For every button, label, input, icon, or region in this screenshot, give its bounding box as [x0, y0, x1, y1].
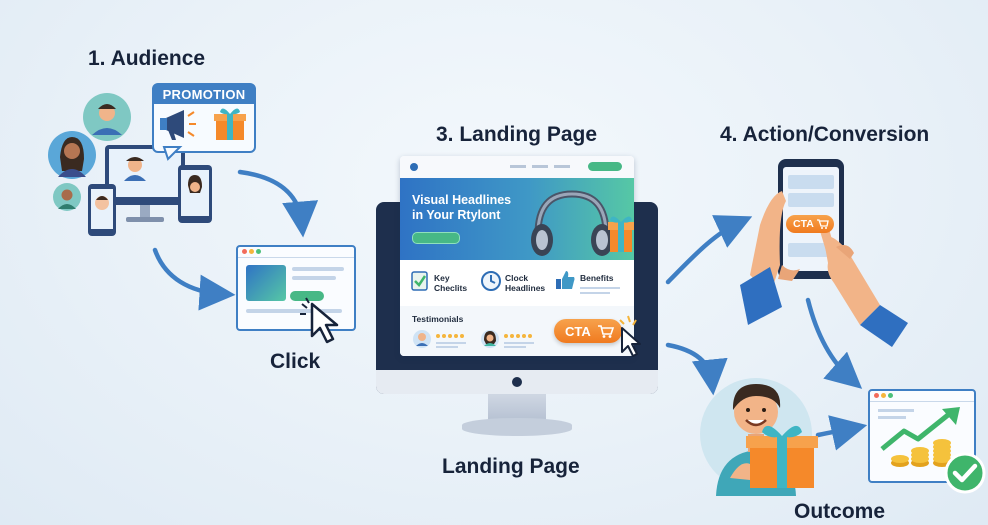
growth-arrow-icon: [880, 407, 960, 451]
cart-icon: [598, 325, 615, 338]
step-action-title: 4. Action/Conversion: [720, 123, 930, 146]
step-landing-title: 3. Landing Page: [436, 123, 598, 146]
hero-product: [531, 190, 634, 256]
ad-button[interactable]: [290, 291, 324, 301]
star-icon: [436, 334, 464, 338]
arrow-landing-to-person: [665, 342, 728, 396]
arrow-devices-to-ad: [152, 247, 236, 311]
audience-monitor: [105, 145, 185, 222]
reviewer-avatar: [413, 330, 431, 348]
clock-icon: [481, 271, 501, 291]
promotion-bubble: PROMOTION: [152, 83, 256, 161]
landing-nav: [400, 156, 634, 178]
gift-icon: [214, 108, 246, 140]
audience-tablet-right: [178, 165, 212, 223]
testimonial-reviews: [413, 330, 534, 348]
hero-button[interactable]: [412, 232, 460, 244]
audience-cluster: [48, 93, 212, 236]
avatar-kid-left: [53, 183, 81, 211]
arrow-person-to-outcome: [815, 415, 868, 451]
ad-window: [236, 245, 356, 331]
landing-nav-button[interactable]: [588, 162, 622, 171]
landing-testimonials: Testimonials: [400, 306, 634, 356]
star-icon: [504, 334, 532, 338]
landing-cta-button[interactable]: CTA: [554, 319, 622, 343]
ad-image: [246, 265, 286, 301]
checkmark-icon: [944, 452, 986, 494]
promotion-badge: PROMOTION: [154, 85, 254, 104]
hero-headline: Visual Headlines in Your Rtylont: [412, 193, 511, 223]
click-label: Click: [270, 350, 321, 373]
avatar-woman-left: [48, 131, 96, 179]
cursor-icon: [300, 297, 339, 344]
step-audience-title: 1. Audience: [88, 47, 206, 70]
coins-icon: [891, 439, 951, 467]
hero-headline-line2: in Your Rtylont: [412, 208, 501, 222]
growth-chart: [880, 407, 960, 467]
outcome-label: Outcome: [794, 500, 886, 523]
arrow-landing-to-phone: [665, 215, 753, 285]
gift-icon: [746, 425, 818, 488]
arrow-hand-to-outcome: [805, 297, 863, 389]
monitor-neck: [488, 394, 546, 420]
monitor-base: [462, 418, 572, 436]
customer-hand: [730, 463, 750, 480]
headphones-icon: [531, 190, 613, 256]
checklist-icon: [411, 271, 428, 291]
hero-headline-line1: Visual Headlines: [412, 193, 512, 207]
holding-hand: [740, 191, 800, 325]
avatar-man-top: [83, 93, 131, 141]
outcome-window-titlebar: [870, 391, 974, 402]
reviewer-avatar: [481, 330, 499, 348]
promotion-icons: [160, 108, 246, 140]
pointing-hand: [817, 220, 908, 347]
arrow-audience-to-ad: [237, 169, 319, 238]
ad-text-line: [292, 276, 336, 280]
cart-icon: [817, 219, 829, 229]
cursor-icon: [619, 315, 641, 357]
landing-hero: Visual Headlines in Your Rtylont: [400, 178, 634, 260]
phone-cta-button[interactable]: CTA: [786, 215, 834, 233]
landing-cta-label: CTA: [565, 324, 591, 339]
audience-phone-left: [88, 184, 116, 236]
happy-customer: [700, 378, 818, 496]
phone-cta-label: CTA: [793, 218, 814, 230]
monitor-camera: [512, 377, 522, 387]
testimonials-label: Testimonials: [412, 314, 464, 324]
ad-text-line: [246, 309, 342, 313]
feature-benefits: Benefits: [580, 273, 614, 283]
ad-text-line: [292, 267, 344, 271]
bubble-tail: [162, 146, 183, 161]
gift-icon: [608, 216, 634, 252]
landing-logo: [410, 163, 418, 171]
megaphone-icon: [160, 110, 196, 140]
thumbs-up-icon: [556, 271, 575, 289]
landing-page-label: Landing Page: [442, 455, 580, 478]
phone-hand: [740, 159, 908, 347]
ad-window-titlebar: [238, 247, 354, 258]
